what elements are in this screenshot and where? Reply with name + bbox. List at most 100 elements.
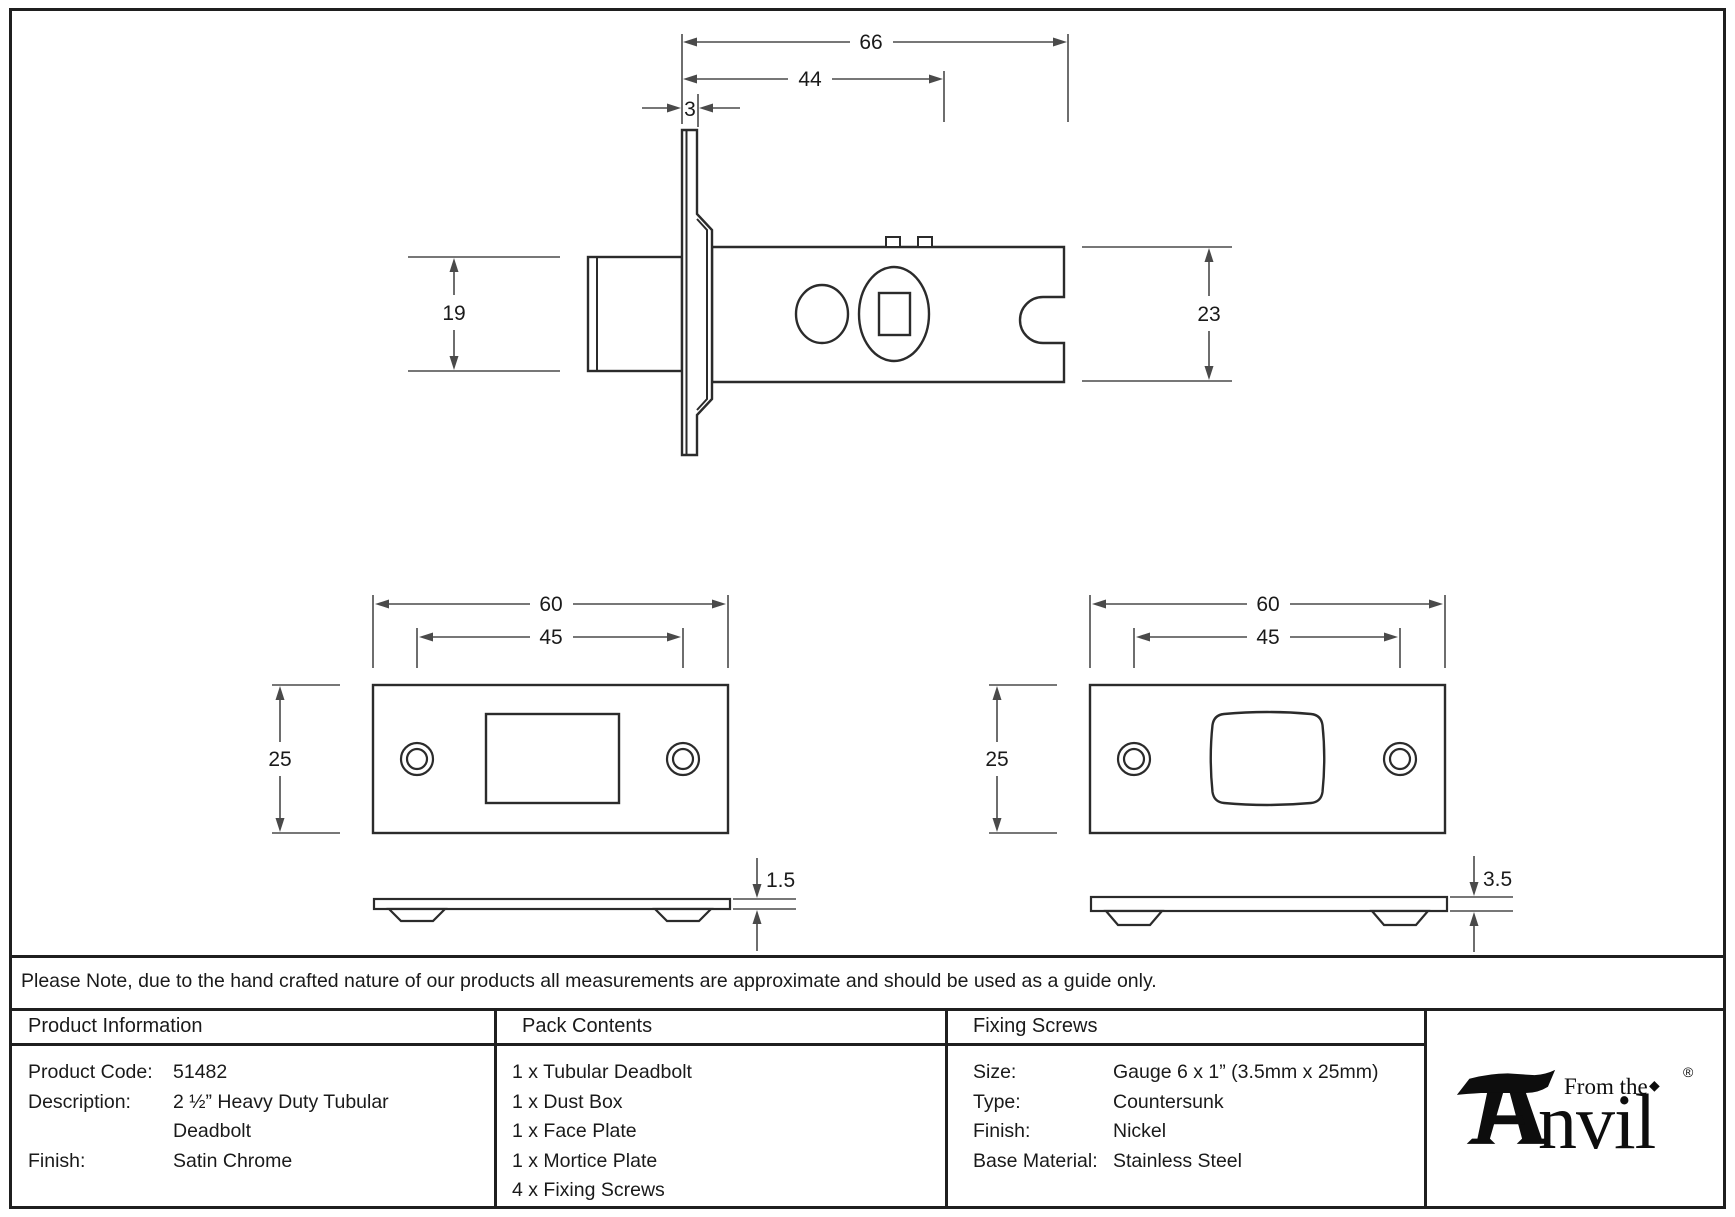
note-row: Please Note, due to the hand crafted nat… <box>12 958 1732 1005</box>
dim-faceplate-height <box>272 684 340 834</box>
dim-overall-length <box>681 34 1069 124</box>
faceplate-chamfer-line <box>696 218 708 411</box>
dim-faceplate-screw-centres <box>416 628 684 668</box>
dim-label-faceplate-height: 25 <box>268 748 291 771</box>
dim-morticeplate-screw-centres <box>1133 628 1401 668</box>
technical-drawing: 66 44 3 <box>268 31 1513 952</box>
row-value: Stainless Steel <box>1113 1149 1242 1172</box>
list-item: 4 x Fixing Screws <box>512 1179 665 1201</box>
square-follower <box>877 291 912 337</box>
oval-hole <box>794 283 850 345</box>
countersunk-screw-boss <box>1369 909 1431 927</box>
fixing-tab <box>917 236 933 248</box>
countersunk-screw-boss <box>1103 909 1165 927</box>
row-value: 2 ½” Heavy Duty Tubular Deadbolt <box>173 1090 389 1143</box>
dim-label-morticeplate-height: 25 <box>985 748 1008 771</box>
divider <box>9 955 1726 958</box>
dim-label-morticeplate-screw-centres: 45 <box>1256 626 1279 649</box>
dim-label-bolt-height: 19 <box>442 302 465 325</box>
table-row: Finish: Nickel <box>973 1117 1418 1147</box>
dim-label-faceplate-width: 60 <box>539 593 562 616</box>
sheet-border <box>9 8 1726 1209</box>
countersunk-screw-boss <box>652 907 714 923</box>
countersunk-screw-boss <box>386 907 448 923</box>
anvil-icon <box>1456 1069 1556 1144</box>
dim-faceplate-side-thickness <box>733 858 796 951</box>
dim-morticeplate-height <box>989 684 1057 834</box>
dim-faceplate-thickness <box>642 94 740 127</box>
bolt-cutout <box>484 712 621 805</box>
screw-hole-inner <box>1388 747 1412 771</box>
screw-hole-inner <box>1122 747 1146 771</box>
logo-from-the: From the <box>1564 1074 1648 1099</box>
registered-trademark-icon: ® <box>1683 1064 1694 1080</box>
dim-label-faceplate-thickness: 3 <box>684 98 696 121</box>
dim-label-morticeplate-width: 60 <box>1256 593 1279 616</box>
table-row: Type: Countersunk <box>973 1088 1418 1118</box>
table-row: Size: Gauge 6 x 1” (3.5mm x 25mm) <box>973 1058 1418 1088</box>
row-label: Finish: <box>973 1120 1031 1142</box>
row-label: Product Code: <box>28 1061 153 1083</box>
pack-contents-header: Pack Contents <box>522 1015 653 1037</box>
face-plate-front-view: 60 45 25 <box>268 593 730 835</box>
row-label: Finish: <box>28 1149 86 1172</box>
fixing-screws-header: Fixing Screws <box>973 1015 1098 1037</box>
deadbolt-case <box>710 245 1066 384</box>
divider <box>494 1008 497 1209</box>
spindle-hub <box>857 265 931 363</box>
screw-hole-inner <box>405 747 429 771</box>
row-value: Gauge 6 x 1” (3.5mm x 25mm) <box>1113 1061 1379 1083</box>
dim-label-morticeplate-side-thickness: 3.5 <box>1483 868 1512 891</box>
row-label: Size: <box>973 1061 1017 1083</box>
product-information-table: Product Code: 51482 Description: 2 ½” He… <box>28 1058 483 1176</box>
table-row: Finish: Satin Chrome <box>28 1147 483 1177</box>
dim-morticeplate-width <box>1089 595 1446 668</box>
dim-label-backset: 44 <box>798 68 822 91</box>
diamond-icon: ◆ <box>1649 1077 1660 1093</box>
screw-hole <box>1382 741 1418 777</box>
divider <box>1424 1008 1427 1209</box>
fixing-screws-table: Size: Gauge 6 x 1” (3.5mm x 25mm) Type: … <box>973 1058 1418 1176</box>
list-item: 1 x Mortice Plate <box>512 1149 658 1172</box>
note-text: Please Note, due to the hand crafted nat… <box>21 970 1157 992</box>
dim-bolt-height <box>408 256 560 372</box>
divider <box>945 1008 948 1209</box>
row-value: 51482 <box>173 1061 228 1083</box>
row-value: Countersunk <box>1113 1090 1224 1113</box>
fixing-tab <box>885 236 901 248</box>
dim-morticeplate-side-thickness <box>1450 856 1513 952</box>
dim-faceplate-width <box>372 595 729 668</box>
deadbolt-bolt <box>586 255 684 373</box>
dim-label-faceplate-screw-centres: 45 <box>539 626 562 649</box>
divider <box>9 1008 1726 1011</box>
dim-backset <box>683 71 945 122</box>
mortice-plate-side <box>1089 895 1449 913</box>
product-information-header: Product Information <box>28 1015 203 1037</box>
screw-hole <box>1116 741 1152 777</box>
table-row: Base Material: Stainless Steel <box>973 1147 1418 1177</box>
row-label: Base Material: <box>973 1149 1098 1172</box>
list-item: 1 x Face Plate <box>512 1120 637 1142</box>
row-value: Nickel <box>1113 1120 1167 1142</box>
face-plate-side-view: 1.5 <box>372 858 796 951</box>
faceplate-profile <box>680 128 714 457</box>
dim-label-overall-length: 66 <box>859 31 882 54</box>
bolt-cutout-chamfered <box>1209 710 1326 807</box>
dim-label-faceplate-side-thickness: 1.5 <box>766 869 795 892</box>
from-the-anvil-logo: From the ◆ nvil ® <box>1430 1046 1726 1186</box>
dim-case-height <box>1082 246 1232 382</box>
face-plate-side <box>372 897 732 911</box>
screw-hole <box>399 741 435 777</box>
table-row: Description: 2 ½” Heavy Duty Tubular Dea… <box>28 1088 483 1147</box>
mortice-plate-front-view: 60 45 25 <box>985 593 1447 835</box>
pack-contents-list: 1 x Tubular Deadbolt 1 x Dust Box 1 x Fa… <box>512 1058 932 1206</box>
dim-label-case-height: 23 <box>1197 303 1220 326</box>
list-item: 1 x Tubular Deadbolt <box>512 1061 692 1083</box>
row-label: Type: <box>973 1090 1021 1113</box>
logo-brand-text: nvil <box>1538 1078 1656 1165</box>
divider <box>9 1043 1425 1046</box>
screw-hole-inner <box>671 747 695 771</box>
screw-hole <box>665 741 701 777</box>
mortice-plate-side-view: 3.5 <box>1089 856 1513 952</box>
